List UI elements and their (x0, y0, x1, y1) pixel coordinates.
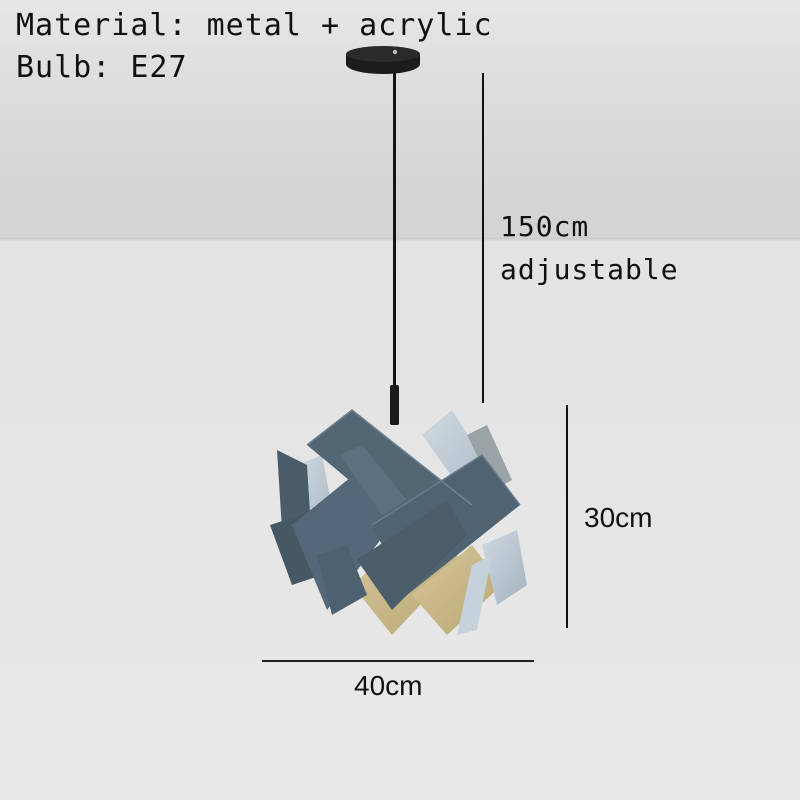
width-label: 40cm (354, 670, 423, 701)
pendant-cord (393, 72, 396, 412)
material-spec: Material: metal + acrylic (16, 8, 493, 43)
height-label: 30cm (584, 502, 653, 533)
cord-length-label: 150cm (500, 210, 590, 243)
ceiling-canopy-icon (346, 46, 420, 74)
ceiling-edge (0, 238, 800, 242)
cord-length-dimension-line (482, 73, 484, 403)
height-dimension-line (566, 405, 568, 628)
cord-sleeve (390, 385, 399, 425)
ceiling-background (0, 0, 800, 240)
cord-adjustable-label: adjustable (500, 253, 679, 286)
bulb-spec: Bulb: E27 (16, 50, 188, 85)
pendant-lamp-shade-icon (270, 409, 527, 635)
width-dimension-line (262, 660, 534, 662)
